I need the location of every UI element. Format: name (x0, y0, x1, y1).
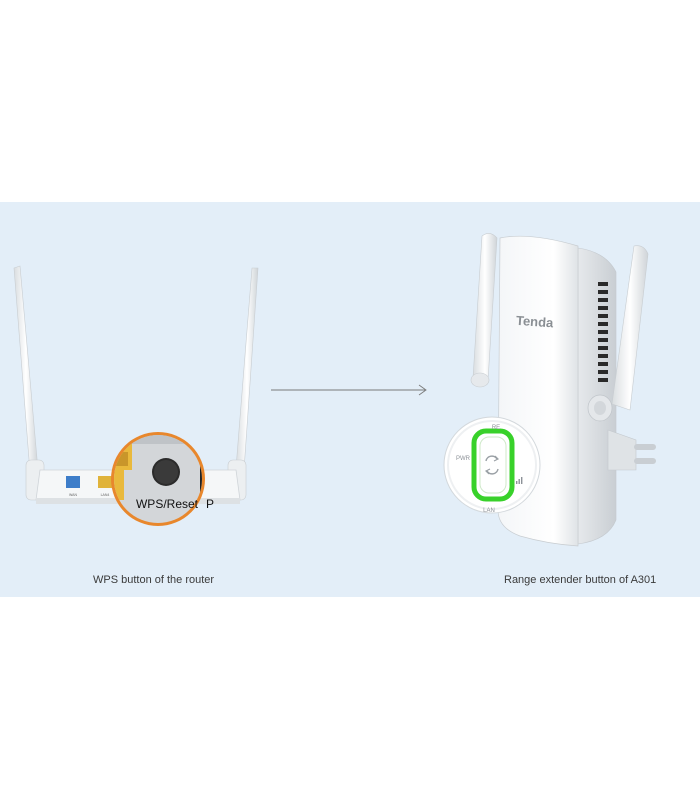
extender-antenna-left (470, 233, 498, 388)
router-antenna-right (227, 267, 259, 501)
tenda-logo: Tenda (516, 313, 555, 331)
vent-slots (598, 282, 608, 382)
router-device: WAN LAN4 WPS/Reset P (13, 265, 259, 526)
arrow-icon (271, 384, 427, 396)
extender-antenna-right (587, 245, 649, 422)
led-label-re: RE (492, 425, 500, 431)
signal-strength-icon (516, 477, 523, 484)
led-label-pwr: PWR (456, 456, 471, 462)
led-panel: RE PWR LAN (443, 416, 541, 514)
wan-port (66, 476, 80, 488)
wps-reset-label: WPS/Reset (136, 497, 199, 511)
wps-zoom-callout: WPS/Reset P (111, 432, 214, 526)
power-label-partial: P (206, 497, 214, 511)
wan-port-label: WAN (69, 493, 78, 497)
power-plug (607, 429, 656, 471)
lan-port-label: LAN4 (101, 493, 110, 497)
sync-icon (484, 455, 500, 475)
router-caption: WPS button of the router (93, 574, 215, 586)
led-label-lan: LAN (483, 508, 495, 514)
range-extender-device: Tenda RE PWR LAN (443, 233, 656, 547)
extender-caption: Range extender button of A301 (504, 574, 657, 586)
lan-port (98, 476, 112, 488)
router-antenna-left (13, 265, 45, 501)
